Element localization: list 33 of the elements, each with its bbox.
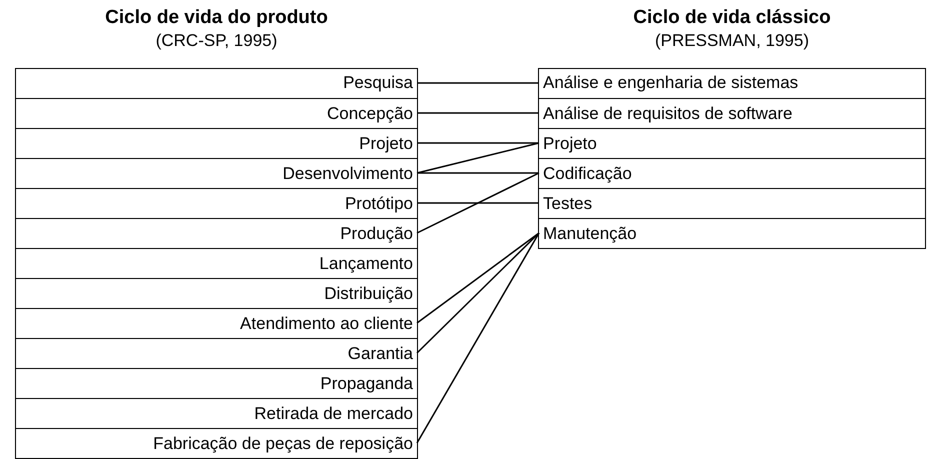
stage-entry: Projeto xyxy=(16,128,417,158)
source-citation: (PRESSMAN, 1995) xyxy=(654,31,810,51)
stage-entry: Protótipo xyxy=(16,188,417,218)
connector-line xyxy=(416,232,540,444)
stage-entry: Manutenção xyxy=(539,218,925,248)
stage-entry: Projeto xyxy=(539,128,925,158)
stage-entry: Produção xyxy=(16,218,417,248)
stage-entry: Atendimento ao cliente xyxy=(16,308,417,338)
stage-entry: Análise de requisitos de software xyxy=(539,98,925,128)
connector-line xyxy=(417,172,539,174)
stage-entry: Retirada de mercado xyxy=(16,398,417,428)
connector-line xyxy=(416,142,540,174)
stage-entry: Pesquisa xyxy=(16,68,417,98)
stage-entry: Concepção xyxy=(16,98,417,128)
stage-entry: Codificação xyxy=(539,158,925,188)
stage-entry: Garantia xyxy=(16,338,417,368)
stage-entry: Distribuição xyxy=(16,278,417,308)
connector-line xyxy=(417,112,539,114)
table-heading: Ciclo de vida clássico xyxy=(632,7,832,29)
stage-entry: Análise e engenharia de sistemas xyxy=(539,68,925,98)
stage-entry: Propaganda xyxy=(16,368,417,398)
stage-entry: Testes xyxy=(539,188,925,218)
table-heading: Ciclo de vida do produto xyxy=(104,7,329,29)
connector-line xyxy=(416,172,540,234)
connector-line xyxy=(416,232,540,354)
connector-line xyxy=(416,232,540,324)
connector-line xyxy=(417,202,539,204)
source-citation: (CRC-SP, 1995) xyxy=(154,31,278,51)
stage-entry: Fabricação de peças de reposição xyxy=(16,428,417,458)
stage-entry: Desenvolvimento xyxy=(16,158,417,188)
connector-line xyxy=(417,142,539,144)
stage-entry: Lançamento xyxy=(16,248,417,278)
connector-line xyxy=(417,82,539,84)
